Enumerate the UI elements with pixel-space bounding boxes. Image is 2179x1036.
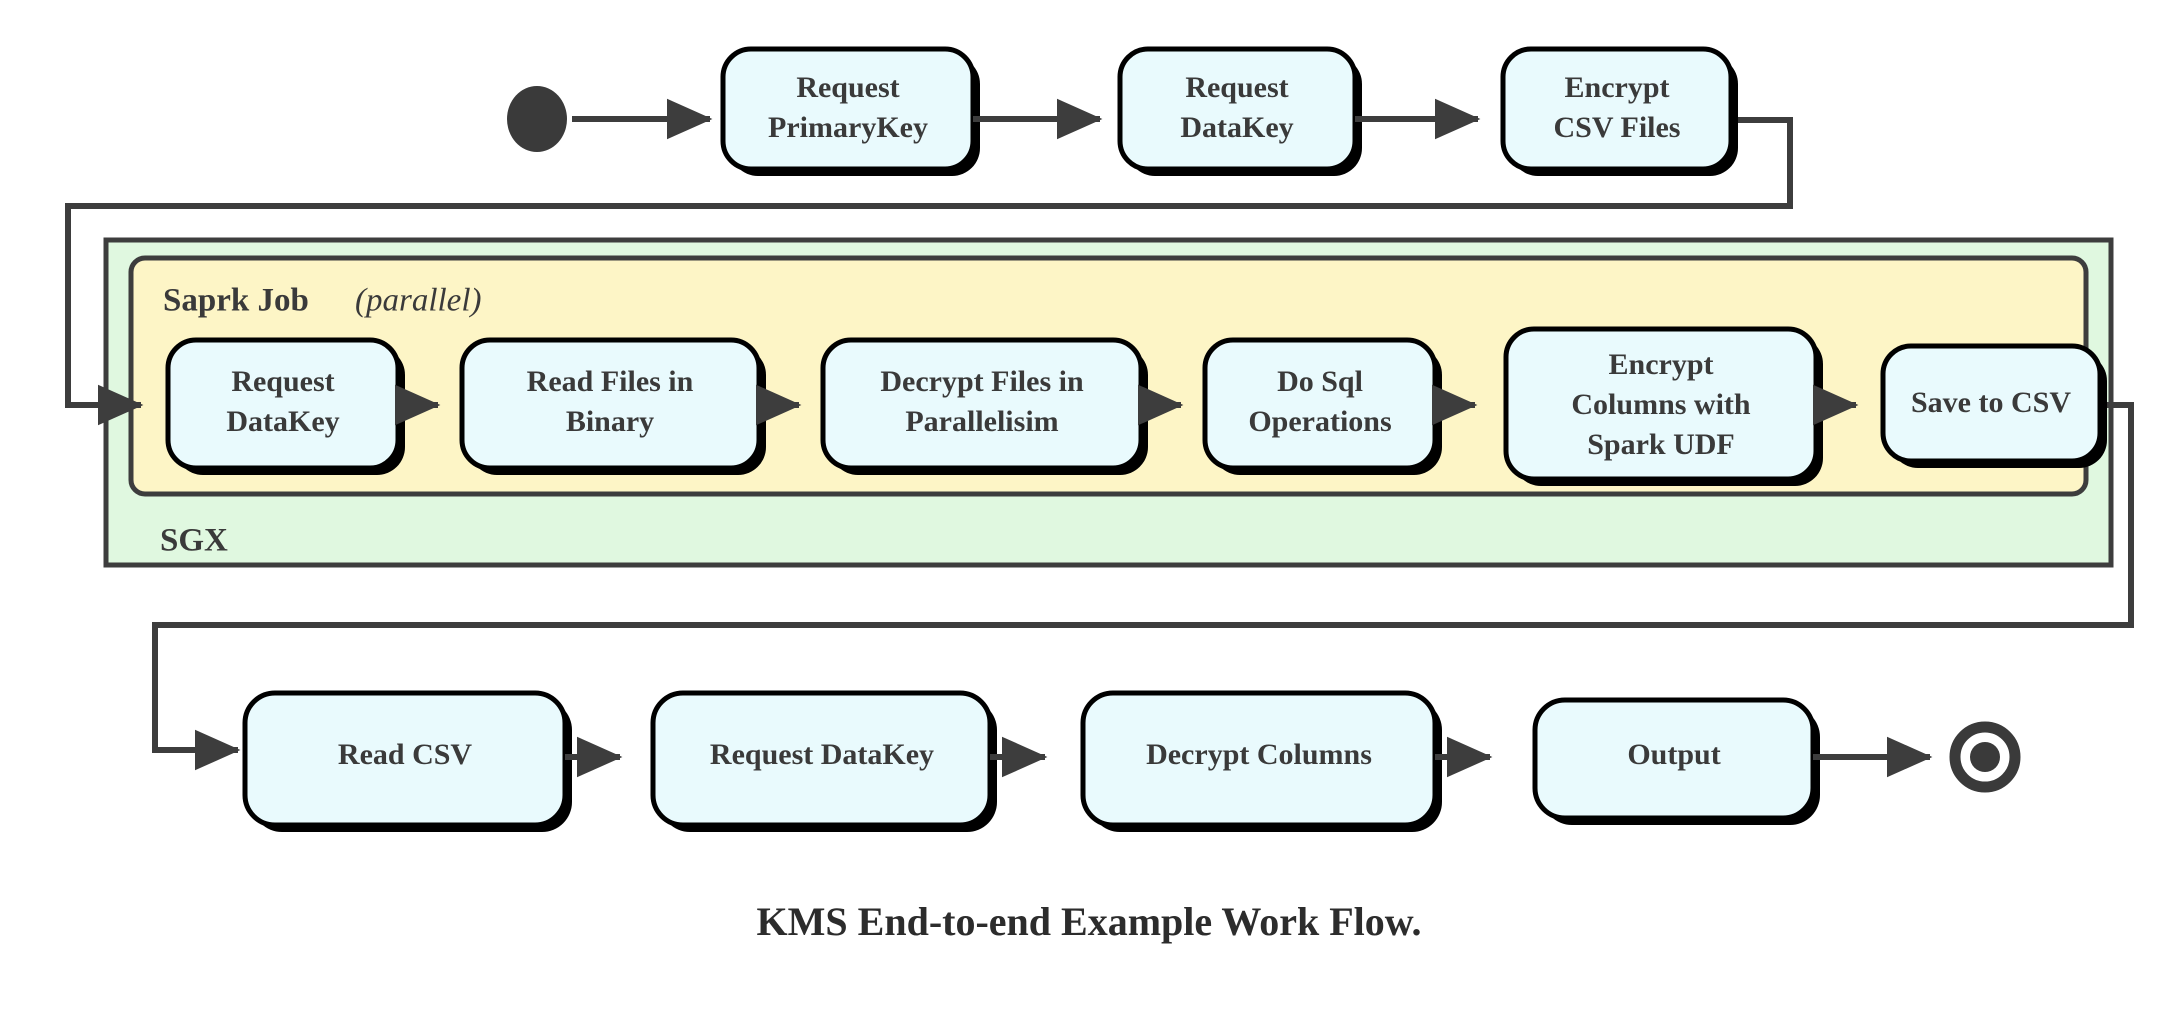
end-state-dot <box>1970 742 2000 772</box>
node-label-line1: Encrypt <box>1565 71 1670 104</box>
node-rect[interactable] <box>1117 46 1358 172</box>
node-label-line1: Encrypt <box>1609 348 1714 381</box>
node-request-datakey-top[interactable]: Request DataKey <box>1117 46 1362 176</box>
node-label-line1: Decrypt Files in <box>880 365 1084 398</box>
node-label-line1: Request <box>1185 71 1288 104</box>
node-read-files-in-binary[interactable]: Read Files in Binary <box>459 337 766 475</box>
sgx-label: SGX <box>160 523 228 559</box>
node-label-line1: Decrypt Columns <box>1146 738 1372 771</box>
node-rect[interactable] <box>1880 343 2103 464</box>
node-rect[interactable] <box>720 46 976 172</box>
end-state <box>1949 721 2021 793</box>
diagram-caption: KMS End-to-end Example Work Flow. <box>757 899 1422 944</box>
node-label-line3: Spark UDF <box>1587 428 1735 461</box>
spark-job-qualifier: (parallel) <box>355 283 481 319</box>
end-state-ring <box>1949 721 2021 793</box>
node-label-line2: DataKey <box>1180 111 1293 144</box>
node-label-line2: Binary <box>566 405 654 438</box>
node-request-datakey-spark[interactable]: Request DataKey <box>165 337 405 475</box>
node-output[interactable]: Output <box>1532 697 1820 825</box>
node-label-line2: DataKey <box>226 405 339 438</box>
node-request-datakey-bottom[interactable]: Request DataKey <box>650 690 997 832</box>
node-label-line1: Save to CSV <box>1911 386 2071 419</box>
node-decrypt-columns[interactable]: Decrypt Columns <box>1080 690 1442 832</box>
node-request-primarykey[interactable]: Request PrimaryKey <box>720 46 980 176</box>
node-label-line2: Parallelisim <box>905 405 1058 438</box>
edge-save-csv-to-read-csv <box>152 402 2134 771</box>
node-label-line2: CSV Files <box>1554 111 1681 144</box>
node-label-line1: Read Files in <box>527 365 694 398</box>
node-label-line2: Columns with <box>1571 388 1751 421</box>
node-label-line1: Request <box>231 365 334 398</box>
node-encrypt-columns-with-spark-udf[interactable]: Encrypt Columns with Spark UDF <box>1503 326 1823 486</box>
node-label-line1: Request <box>796 71 899 104</box>
start-state <box>507 86 567 152</box>
node-decrypt-files-in-parallelisim[interactable]: Decrypt Files in Parallelisim <box>820 337 1148 475</box>
node-label-line2: Operations <box>1248 405 1391 438</box>
node-save-to-csv[interactable]: Save to CSV <box>1880 343 2107 468</box>
node-label-line1: Read CSV <box>338 738 473 771</box>
node-label-line1: Output <box>1627 738 1720 771</box>
node-encrypt-csv-files[interactable]: Encrypt CSV Files <box>1500 46 1738 176</box>
node-do-sql-operations[interactable]: Do Sql Operations <box>1202 337 1442 475</box>
spark-job-label: Saprk Job <box>163 283 309 319</box>
start-state-dot <box>507 86 567 152</box>
edge-encrypt-csv-to-spark-datakey <box>65 117 1793 426</box>
node-label-line1: Do Sql <box>1277 365 1363 398</box>
node-rect[interactable] <box>1500 46 1734 172</box>
node-label-line2: PrimaryKey <box>768 111 928 144</box>
node-read-csv[interactable]: Read CSV <box>242 690 572 832</box>
node-label-line1: Request DataKey <box>710 738 934 771</box>
